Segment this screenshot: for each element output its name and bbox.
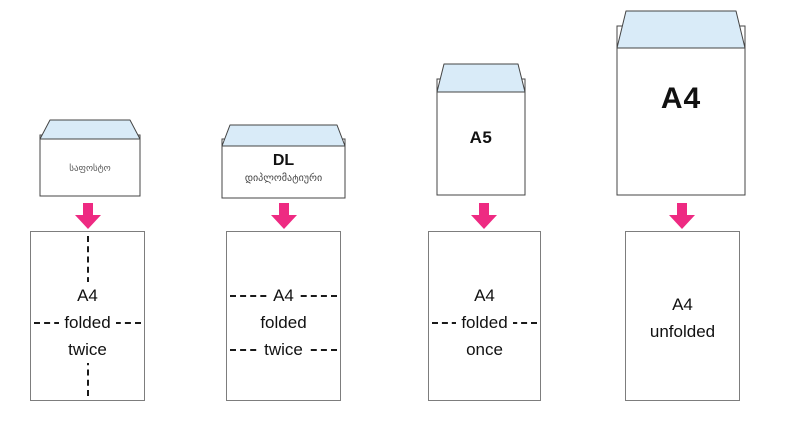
envelope-a4-title: A4 [660, 82, 702, 115]
paper-label-line: folded [456, 308, 513, 336]
envelope-dl-subtitle: დიპლომატიური [244, 173, 323, 184]
paper-label-line: A4 [667, 291, 698, 318]
envelope-flap [221, 124, 346, 147]
envelope-body [221, 138, 346, 199]
envelope-dl-graphic [221, 124, 346, 199]
down-arrow-shape [471, 203, 497, 229]
paper-sheet-folded-twice-2: A4 folded twice [226, 231, 341, 401]
paper-label-line: twice [259, 335, 308, 363]
envelope-body [39, 134, 141, 197]
down-arrow-shape [75, 203, 101, 229]
envelope-a5-graphic [436, 63, 526, 196]
envelope-a4-graphic [616, 10, 746, 196]
envelope-flap [616, 10, 746, 49]
down-arrow-shape [669, 203, 695, 229]
down-arrow-shape [271, 203, 297, 229]
paper-sheet-folded-once: A4 folded once [428, 231, 541, 401]
paper-label-line: A4 [268, 281, 299, 309]
down-arrow-icon [75, 203, 101, 229]
paper-label-line: unfolded [644, 318, 721, 345]
envelope-body [436, 78, 526, 196]
paper-label: A4 unfolded [626, 234, 739, 402]
paper-label-line: A4 [72, 281, 103, 309]
down-arrow-icon [669, 203, 695, 229]
envelope-dl-title: DL [272, 152, 295, 169]
envelope-postal-graphic [39, 119, 141, 197]
paper-label: A4 folded once [429, 238, 540, 406]
paper-label: A4 folded twice [31, 238, 144, 406]
paper-label: A4 folded twice [227, 238, 340, 406]
paper-label-line: folded [255, 308, 312, 336]
paper-label-line: A4 [469, 281, 500, 309]
paper-sheet-unfolded: A4 unfolded [625, 231, 740, 401]
envelope-body [616, 25, 746, 196]
down-arrow-icon [271, 203, 297, 229]
paper-label-line: once [461, 335, 508, 363]
down-arrow-icon [471, 203, 497, 229]
paper-sheet-folded-twice-1: A4 folded twice [30, 231, 145, 401]
envelope-a5-title: A5 [469, 128, 493, 147]
envelope-flap [436, 63, 526, 93]
paper-label-line: twice [63, 335, 112, 363]
envelope-postal-label: საფოსტო [69, 163, 111, 173]
paper-label-line: folded [59, 308, 116, 336]
envelope-flap [39, 119, 141, 140]
